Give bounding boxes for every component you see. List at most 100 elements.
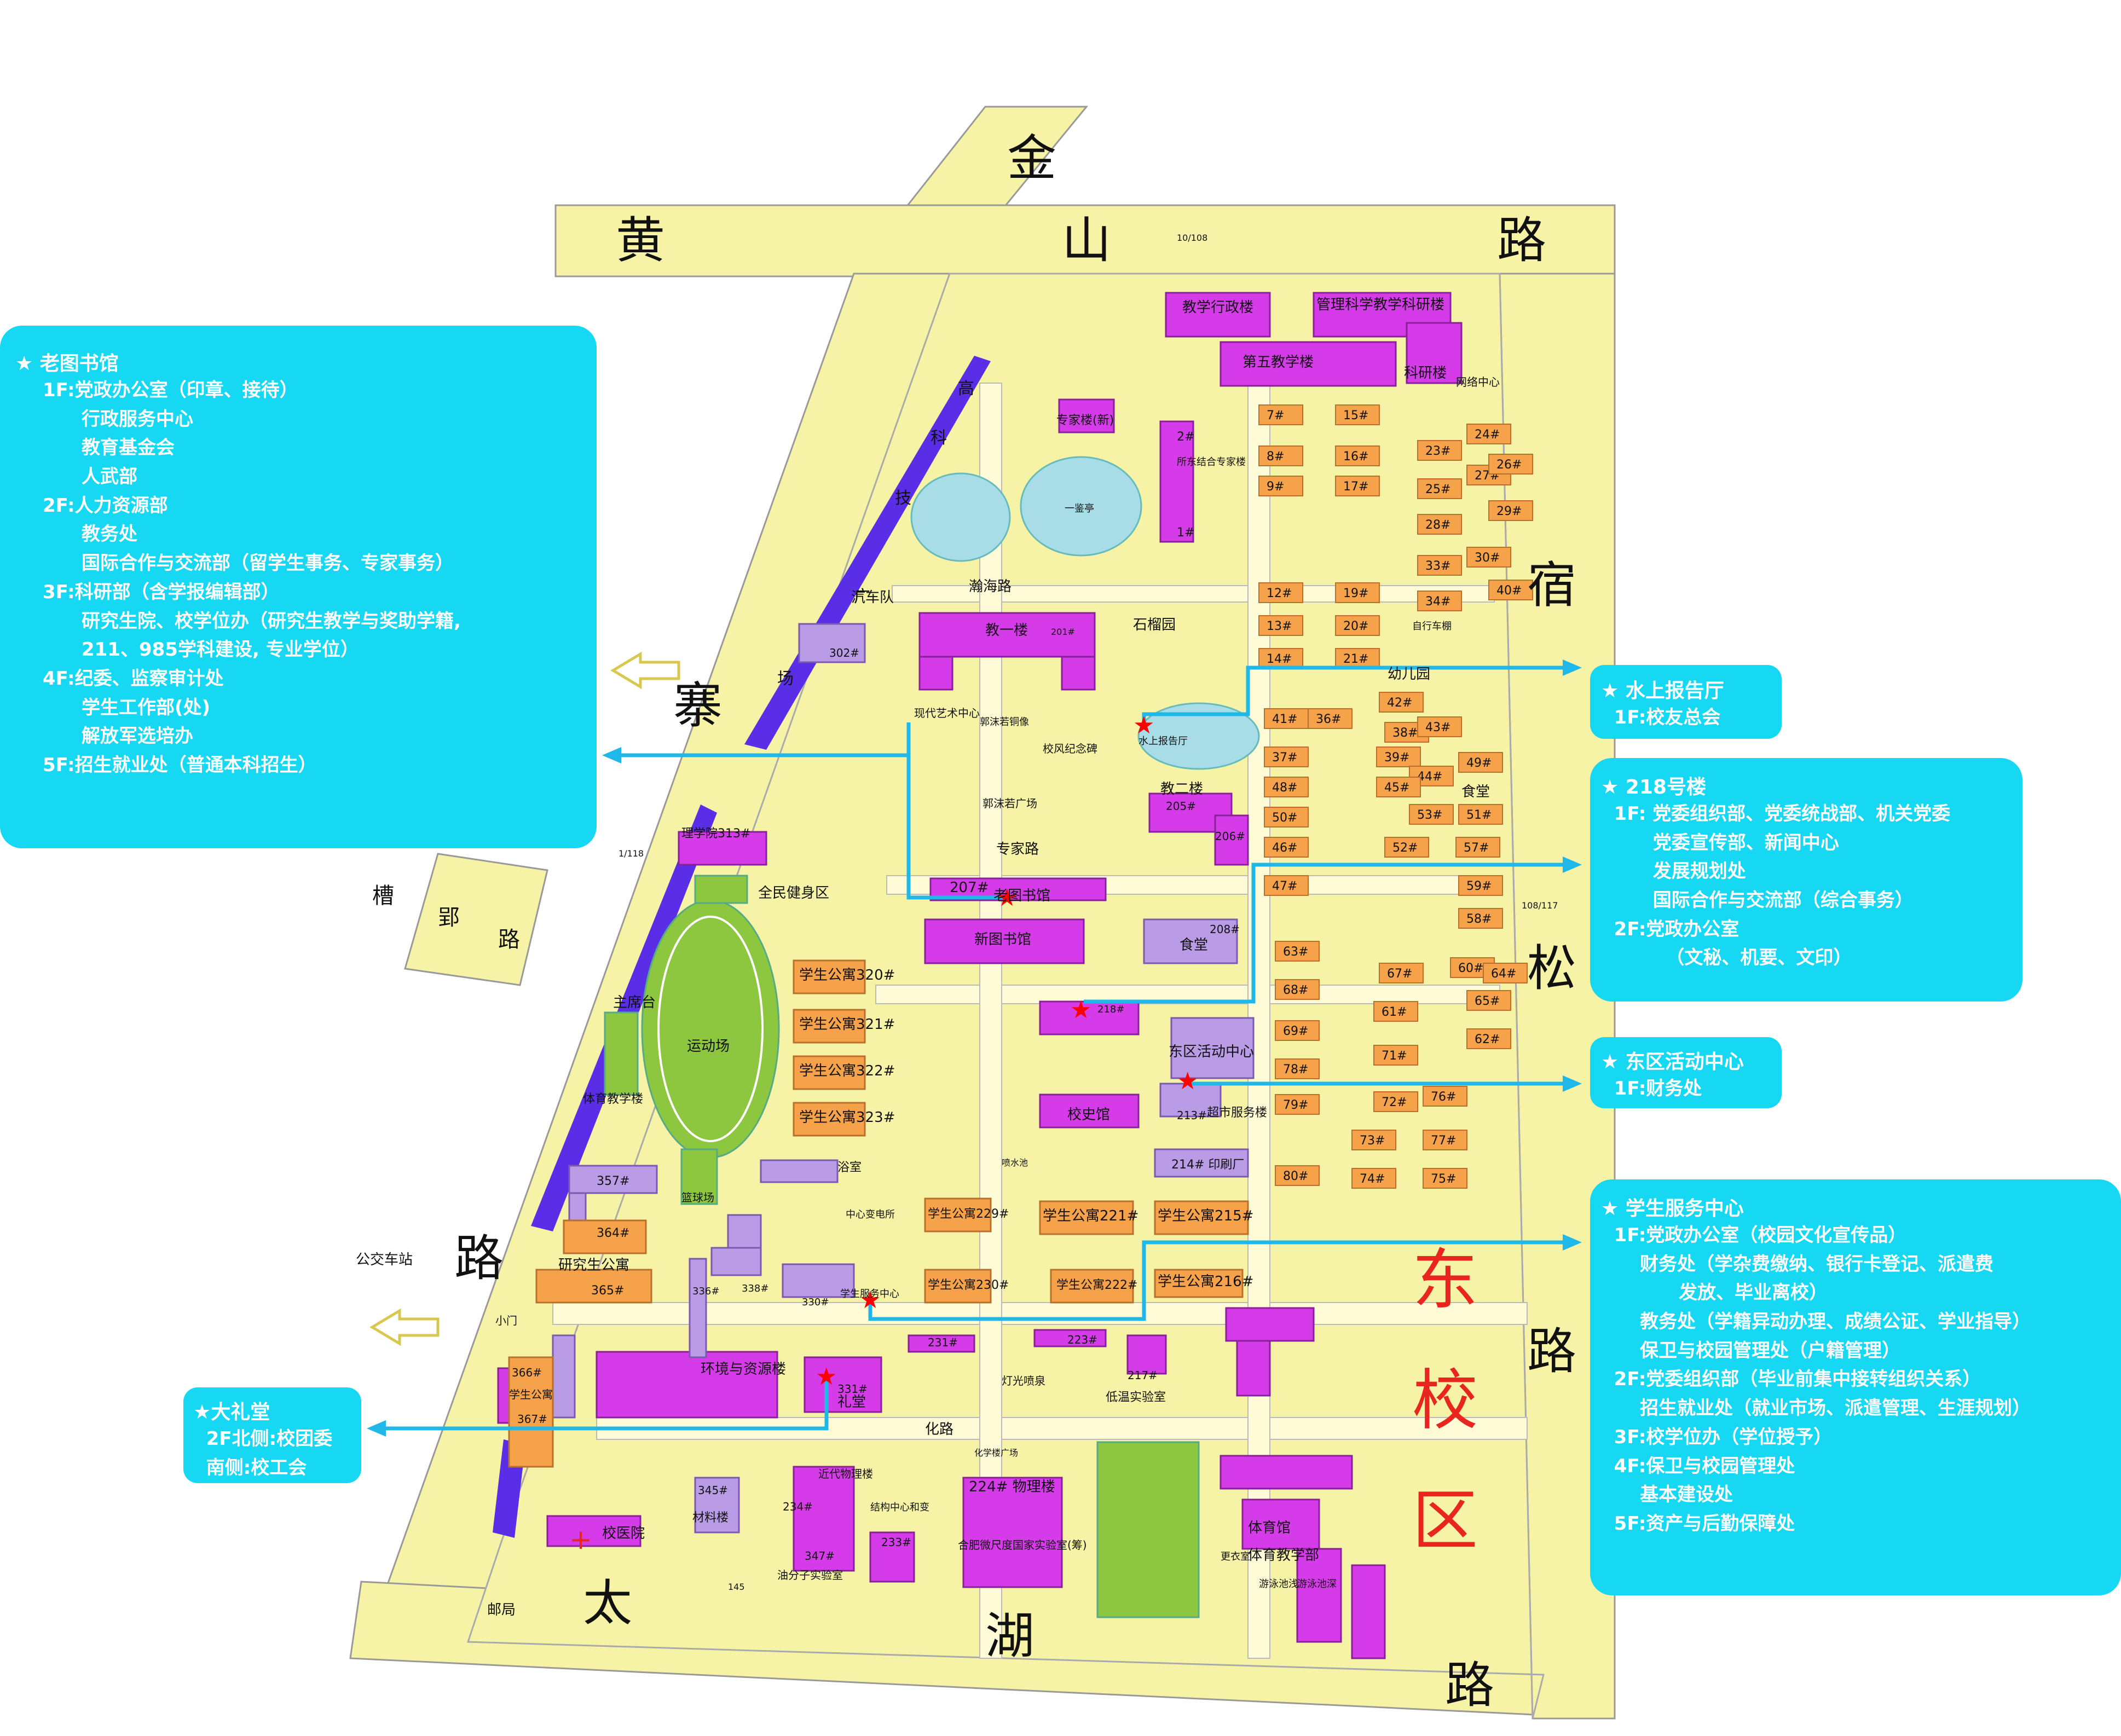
- dorm-block: 19#: [1335, 582, 1380, 603]
- dorm-label: 44#: [1417, 770, 1442, 784]
- dorm-block: 23#: [1417, 440, 1462, 461]
- dorm-label: 47#: [1272, 879, 1297, 893]
- dorm-label: 48#: [1272, 781, 1297, 795]
- bldg-dorm222: 学生公寓222#: [1056, 1278, 1137, 1292]
- dorm-block: 61#: [1373, 1001, 1418, 1022]
- bldg-rostrum: 主席台: [613, 994, 656, 1011]
- bldg-338: 338#: [742, 1283, 768, 1294]
- dorm-label: 50#: [1272, 811, 1297, 825]
- panel-auditorium-title: ★大礼堂: [193, 1401, 270, 1423]
- panel-student-service: ★ 学生服务中心 1F:党政办公室（校园文化宣传品） 财务处（学杂费缴纳、银行卡…: [1590, 1179, 2121, 1595]
- panel-water-hall-title: ★ 水上报告厅: [1601, 680, 1724, 702]
- dorm-block: 16#: [1335, 445, 1380, 466]
- bldg-pool-shallow: 游泳池浅: [1259, 1578, 1298, 1590]
- panel-line: 党委宣传部、新闻中心: [1601, 831, 1839, 854]
- panel-line: 1F:党政办公室（校园文化宣传品）: [1601, 1224, 1907, 1246]
- road-label-lu-bottom: 路: [1445, 1657, 1494, 1714]
- road-label-huang: 黄: [616, 212, 665, 269]
- bldg-stadium: 运动场: [687, 1038, 730, 1055]
- star-markers: ★ ★ ★ ★ ★ ★: [816, 711, 1198, 1391]
- map-small-4: 145: [728, 1582, 745, 1592]
- dorm-block: 65#: [1466, 990, 1511, 1011]
- dorm-label: 23#: [1425, 444, 1450, 458]
- dorm-label: 19#: [1343, 587, 1368, 600]
- bldg-336: 336#: [692, 1286, 719, 1297]
- road-label-lu-west: 路: [498, 927, 520, 952]
- bldg-hospital: 校医院: [602, 1525, 645, 1542]
- district-xiao: 校: [1412, 1363, 1478, 1439]
- panel-line: 南侧:校工会: [193, 1456, 307, 1479]
- district-qu: 区: [1412, 1483, 1478, 1559]
- dorm-label: 79#: [1283, 1098, 1308, 1112]
- dorm-block: 80#: [1275, 1165, 1320, 1186]
- bldg-dorm-366: 学生公寓: [509, 1388, 553, 1401]
- dorm-label: 67#: [1387, 967, 1412, 981]
- dorm-block: 67#: [1379, 963, 1424, 983]
- bldg-teach2: 教二楼: [1160, 781, 1203, 797]
- dorm-label: 16#: [1343, 450, 1368, 464]
- panel-student-service-title: ★ 学生服务中心: [1601, 1197, 1744, 1220]
- panel-line: 发展规划处: [1601, 860, 1746, 883]
- dorm-label: 61#: [1382, 1005, 1407, 1019]
- bldg-science: 理学院313#: [681, 827, 750, 841]
- dorm-label: 20#: [1343, 620, 1368, 633]
- bldg-supermarket: 超市服务楼: [1207, 1106, 1267, 1120]
- dorm-block: 7#: [1258, 404, 1303, 425]
- dorm-blocks: 7#15#8#16#9#17#12#19#13#20#14#21#23#24#2…: [1258, 404, 1533, 1189]
- panel-line: 2F:人力资源部: [43, 494, 168, 517]
- dorm-block: 40#: [1488, 580, 1533, 600]
- panel-line: 5F:资产与后勤保障处: [1601, 1512, 1795, 1535]
- bldg-pool-deep: 游泳池深: [1297, 1578, 1337, 1590]
- dorm-block: 24#: [1466, 424, 1511, 444]
- panel-line: 4F:纪委、监察审计处: [43, 667, 224, 690]
- road-label-su: 宿: [1527, 557, 1576, 614]
- svg-text:★: ★: [996, 884, 1018, 912]
- dorm-block: 68#: [1275, 979, 1320, 1000]
- dorm-label: 49#: [1466, 756, 1492, 770]
- panel-218-lines: 1F: 党委组织部、党委统战部、机关党委 党委宣传部、新闻中心 发展规划处 国际…: [1601, 800, 2022, 973]
- bldg-fountain: 灯光喷泉: [1002, 1374, 1045, 1387]
- road-label-ji: 技: [895, 489, 911, 508]
- bldg-old-library: 老图书馆: [993, 888, 1050, 904]
- bldg-plaza: 郭沫若广场: [983, 797, 1037, 810]
- dorm-label: 69#: [1283, 1025, 1308, 1038]
- map-small-1: 10/108: [1177, 233, 1207, 243]
- dorm-label: 34#: [1425, 595, 1450, 609]
- dorm-label: 64#: [1491, 967, 1516, 981]
- dorm-label: 42#: [1387, 696, 1412, 710]
- dorm-label: 25#: [1425, 483, 1450, 496]
- panel-line: 学生工作部(处): [43, 696, 211, 719]
- bldg-east-activity: 东区活动中心: [1169, 1044, 1254, 1060]
- dorm-label: 58#: [1466, 912, 1492, 926]
- panel-auditorium-lines: 2F北侧:校团委 南侧:校工会: [193, 1425, 361, 1482]
- dorm-block: 33#: [1417, 555, 1462, 576]
- dorm-block: 25#: [1417, 478, 1462, 499]
- bldg-statue: 郭沫若铜像: [980, 716, 1029, 728]
- ponds: [910, 456, 1260, 770]
- dorm-block: 42#: [1379, 692, 1424, 713]
- dorm-block: 30#: [1466, 547, 1511, 568]
- svg-text:★: ★: [1070, 996, 1091, 1024]
- dorm-label: 15#: [1343, 409, 1368, 423]
- road-label-lu-left: 路: [454, 1230, 504, 1287]
- bldg-sports-teach: 体育教学楼: [583, 1092, 643, 1106]
- dorm-block: 79#: [1275, 1094, 1320, 1115]
- dorm-block: 50#: [1264, 807, 1309, 828]
- dorm-label: 29#: [1496, 505, 1522, 518]
- bldg-kindergarten: 幼儿园: [1388, 666, 1430, 682]
- dorm-block: 44#: [1409, 766, 1454, 786]
- panel-line: 基本建设处: [1601, 1484, 1733, 1506]
- bldg-hefei-lab: 合肥微尺度国家实验室(筹): [958, 1538, 1087, 1552]
- bldg-basketball: 篮球场: [681, 1191, 714, 1204]
- panel-line: 211、985学科建设, 专业学位）: [43, 639, 359, 661]
- dorm-label: 37#: [1272, 751, 1297, 765]
- dorm-block: 52#: [1384, 837, 1429, 858]
- panel-line: 1F:财务处: [1601, 1078, 1702, 1100]
- bldg-364: 364#: [597, 1226, 629, 1240]
- bldg-water-hall: 水上报告厅: [1138, 736, 1188, 747]
- bldg-history: 校史馆: [1067, 1107, 1110, 1123]
- dorm-label: 17#: [1343, 480, 1368, 494]
- dorm-label: 45#: [1384, 781, 1409, 795]
- dorm-label: 62#: [1475, 1033, 1500, 1046]
- panel-east-activity-lines: 1F:财务处: [1601, 1074, 1782, 1103]
